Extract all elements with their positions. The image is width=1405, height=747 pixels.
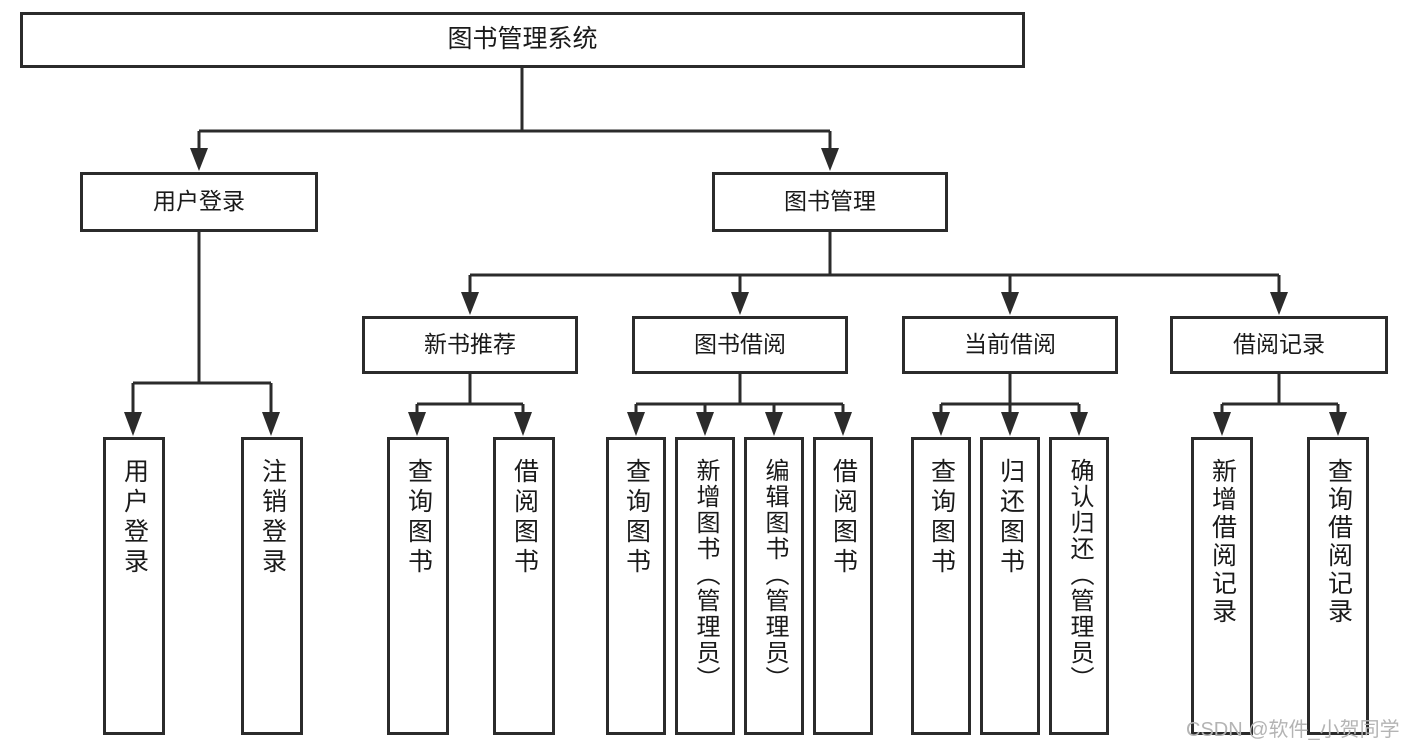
leaf-add-book[interactable]: 新增图书（管理员）	[675, 437, 735, 735]
connector-currentborrow-to-leaves	[932, 374, 1088, 436]
leaf-borrow-book-1-label: 借阅图书	[510, 458, 539, 578]
node-root[interactable]: 图书管理系统	[20, 12, 1025, 68]
node-book-manage[interactable]: 图书管理	[712, 172, 948, 232]
node-new-book-recommend-label: 新书推荐	[424, 331, 516, 358]
connector-bookmanage-to-level3	[461, 232, 1288, 315]
leaf-user-logout-label: 注销登录	[258, 458, 287, 578]
leaf-edit-book[interactable]: 编辑图书（管理员）	[744, 437, 804, 735]
connector-newbook-to-leaves	[408, 374, 532, 436]
leaf-query-record[interactable]: 查询借阅记录	[1307, 437, 1369, 735]
node-book-manage-label: 图书管理	[784, 188, 876, 215]
leaf-borrow-book-1[interactable]: 借阅图书	[493, 437, 555, 735]
leaf-borrow-book-2[interactable]: 借阅图书	[813, 437, 873, 735]
leaf-add-book-label: 新增图书（管理员）	[692, 458, 719, 692]
leaf-query-book-1[interactable]: 查询图书	[387, 437, 449, 735]
leaf-query-book-3-label: 查询图书	[927, 458, 956, 578]
node-book-borrow-label: 图书借阅	[694, 331, 786, 358]
node-current-borrow-label: 当前借阅	[964, 331, 1056, 358]
leaf-query-book-2[interactable]: 查询图书	[606, 437, 666, 735]
leaf-query-book-3[interactable]: 查询图书	[911, 437, 971, 735]
connector-userlogin-to-leaves	[124, 232, 280, 436]
node-book-borrow[interactable]: 图书借阅	[632, 316, 848, 374]
connector-borrowrecord-to-leaves	[1213, 374, 1347, 436]
node-borrow-record-label: 借阅记录	[1233, 331, 1325, 358]
connector-bookborrow-to-leaves	[627, 374, 852, 436]
node-new-book-recommend[interactable]: 新书推荐	[362, 316, 578, 374]
leaf-add-record-label: 新增借阅记录	[1208, 458, 1237, 626]
node-user-login[interactable]: 用户登录	[80, 172, 318, 232]
leaf-query-book-1-label: 查询图书	[404, 458, 433, 578]
node-borrow-record[interactable]: 借阅记录	[1170, 316, 1388, 374]
leaf-return-book-label: 归还图书	[996, 458, 1025, 578]
leaf-add-record[interactable]: 新增借阅记录	[1191, 437, 1253, 735]
leaf-query-book-2-label: 查询图书	[622, 458, 651, 578]
leaf-user-login[interactable]: 用户登录	[103, 437, 165, 735]
leaf-confirm-return[interactable]: 确认归还（管理员）	[1049, 437, 1109, 735]
leaf-query-record-label: 查询借阅记录	[1324, 458, 1353, 626]
node-current-borrow[interactable]: 当前借阅	[902, 316, 1118, 374]
connector-root-to-level2	[190, 68, 839, 171]
leaf-return-book[interactable]: 归还图书	[980, 437, 1040, 735]
csdn-watermark: CSDN @软件_小贺同学	[1186, 719, 1400, 741]
node-user-login-label: 用户登录	[153, 188, 245, 215]
node-root-label: 图书管理系统	[447, 25, 598, 54]
leaf-confirm-return-label: 确认归还（管理员）	[1066, 458, 1093, 692]
leaf-user-logout[interactable]: 注销登录	[241, 437, 303, 735]
leaf-user-login-label: 用户登录	[120, 458, 149, 578]
leaf-borrow-book-2-label: 借阅图书	[829, 458, 858, 578]
leaf-edit-book-label: 编辑图书（管理员）	[761, 458, 788, 692]
